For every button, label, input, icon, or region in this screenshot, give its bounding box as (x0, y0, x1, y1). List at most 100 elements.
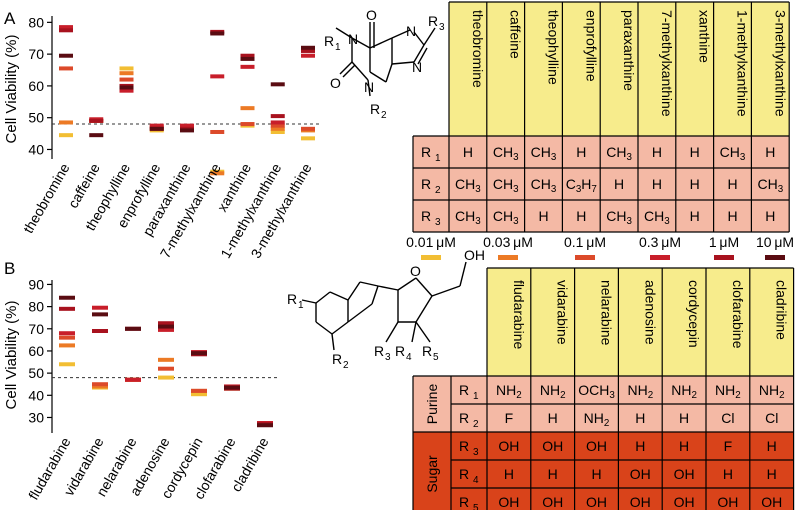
chart-a-point-theobromine-2 (59, 66, 73, 71)
chart-b-point-nelarabine-3 (125, 377, 141, 382)
table-a-cell: H (765, 144, 775, 160)
bond (301, 299, 317, 304)
table-b-cell: OH (630, 494, 651, 510)
chart-b-point-cladribine-5 (257, 423, 273, 428)
table-b-row-label: R (459, 410, 469, 426)
table-b-cell: OH (542, 438, 563, 454)
atom-o: O (410, 263, 421, 279)
chart-a-y-tick-label: 40 (28, 141, 44, 157)
table-b-sugar-bg (413, 432, 794, 510)
atom-r1: R (324, 33, 334, 49)
table-b-row-label: R (459, 438, 469, 454)
table-a-cell: CH3 (606, 144, 632, 163)
atom-r5-sub: 5 (433, 352, 439, 363)
legend-label: 0.3 μM (639, 234, 681, 250)
table-a-header-3-methylxanthine: 3-methylxanthine (772, 10, 788, 117)
xanthine-structure (335, 22, 436, 97)
table-b-row-label: R (459, 466, 469, 482)
chart-a-point-3-methylxanthine-4 (301, 48, 315, 53)
chart-a-point-xanthine-4 (240, 53, 255, 58)
legend-label: 0.01 μM (406, 234, 456, 250)
chart-b-ylabel: Cell Viability (%) (3, 301, 20, 410)
atom-r2: R (332, 351, 342, 367)
table-a-header-theobromine: theobromine (470, 10, 486, 88)
table-a-cell: H (652, 176, 662, 192)
table-b-header-clofarabine: clofarabine (730, 280, 746, 349)
table-b-cell: H (767, 466, 777, 482)
bond (329, 291, 349, 301)
table-a-header-7-methylxanthine: 7-methylxanthine (659, 10, 675, 117)
table-b-cell: Cl (765, 410, 778, 426)
atom-r2-sub: 2 (343, 360, 349, 371)
legend-swatch (498, 255, 518, 260)
panel-a-letter: A (4, 9, 16, 28)
chart-a-point-theobromine-5 (59, 53, 73, 58)
atom-r1: R (287, 291, 297, 307)
table-a-cell: H (690, 176, 700, 192)
table-a-cell: C3H7 (566, 176, 597, 195)
chart-b-point-adenosine-0 (158, 375, 174, 380)
chart-b-y-tick-label: 40 (28, 387, 44, 403)
chart-b-point-vidarabine-4 (92, 329, 108, 333)
table-a-header-xanthine: xanthine (697, 10, 713, 63)
table-b-cell: H (635, 410, 645, 426)
atom-r3-sub: 3 (439, 22, 445, 33)
bond (391, 61, 415, 65)
table-a-cell: H (765, 208, 775, 224)
bond (331, 321, 349, 335)
table-b-cell: OH (630, 466, 651, 482)
bond (342, 64, 356, 78)
bond (385, 63, 393, 83)
table-a-row-label: R (421, 176, 431, 192)
table-b-cell: NH2 (627, 382, 653, 401)
chart-a-point-theophylline-0 (119, 66, 134, 71)
chart-a-point-xanthine-5 (240, 56, 255, 61)
chart-b-point-fludarabine-5 (59, 295, 75, 300)
atom-n1: N (348, 31, 358, 47)
table-b-row-label-sub: 3 (473, 447, 479, 458)
legend-swatch (650, 255, 670, 260)
chart-a-point-theophylline-2 (119, 77, 134, 82)
atom-n3: N (364, 79, 374, 95)
table-a-header-paraxanthine: paraxanthine (621, 10, 637, 91)
atom-o-top: O (366, 7, 377, 23)
chart-b-point-vidarabine-3 (92, 305, 108, 310)
chart-a-point-1-methylxanthine-0 (270, 129, 285, 134)
table-b-cell: OH (498, 494, 519, 510)
table-b-cell: OH (761, 494, 782, 510)
table-a-cell: CH3 (720, 144, 746, 163)
chart-a-point-7-methylxanthine-1 (210, 171, 225, 176)
legend-swatch (421, 255, 441, 260)
atom-r3: R (428, 13, 438, 29)
chart-b-point-vidarabine-2 (92, 382, 108, 387)
bond (423, 27, 436, 46)
chart-b-y-tick-label: 60 (28, 343, 44, 359)
chart-b-point-adenosine-4 (158, 321, 174, 326)
chart-b-point-cordycepin-0 (191, 392, 207, 397)
chart-b-y-tick-label: 70 (28, 321, 44, 337)
chart-b-point-adenosine-5 (158, 324, 174, 329)
bond (397, 277, 417, 291)
chart-b-y-tick-label: 80 (28, 299, 44, 315)
bond (391, 29, 411, 39)
atom-r1-sub: 1 (335, 42, 341, 53)
table-a-header-caffeine: caffeine (508, 10, 524, 59)
legend-swatch (765, 255, 785, 260)
table-a-row-label: R (421, 208, 431, 224)
table-b-group-purine: Purine (424, 384, 440, 425)
chart-a-ylabel: Cell Viability (%) (3, 35, 20, 144)
bond (371, 285, 379, 305)
bond (411, 321, 417, 343)
chart-a-point-3-methylxanthine-5 (301, 45, 315, 50)
table-b-cell: H (591, 466, 601, 482)
table-b-cell: NH2 (496, 382, 522, 401)
bond (459, 261, 467, 287)
table-a-cell: CH3 (531, 176, 557, 195)
chart-a-point-3-methylxanthine-0 (301, 136, 315, 141)
table-b-row-label-sub: 2 (473, 419, 479, 430)
chart-a-point-theophylline-5 (119, 85, 134, 90)
bond (413, 31, 425, 46)
table-a-cell: H (690, 208, 700, 224)
atom-r3: R (374, 343, 384, 359)
